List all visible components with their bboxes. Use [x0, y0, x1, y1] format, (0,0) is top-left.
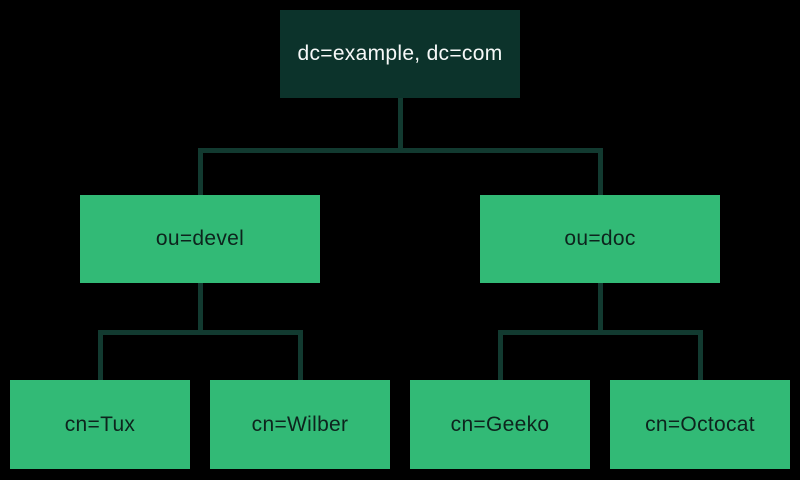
node-root-label: dc=example, dc=com — [297, 42, 503, 65]
node-ou-doc: ou=doc — [480, 195, 720, 283]
connector-devel-up — [198, 148, 203, 195]
connector-doc-up — [598, 148, 603, 195]
connector-devel-children-horizontal — [98, 330, 303, 335]
node-cn-octocat: cn=Octocat — [610, 380, 790, 469]
node-cn-wilber: cn=Wilber — [210, 380, 390, 469]
node-cn-tux: cn=Tux — [10, 380, 190, 469]
connector-level1-horizontal — [198, 148, 603, 153]
connector-wilber-up — [298, 330, 303, 380]
connector-geeko-up — [498, 330, 503, 380]
node-cn-geeko-label: cn=Geeko — [450, 412, 550, 436]
connector-doc-down — [598, 283, 603, 335]
connector-octocat-up — [698, 330, 703, 380]
connector-devel-down — [198, 283, 203, 335]
connector-tux-up — [98, 330, 103, 380]
node-ou-doc-label: ou=doc — [564, 227, 636, 250]
node-cn-tux-label: cn=Tux — [64, 412, 136, 436]
node-cn-wilber-label: cn=Wilber — [251, 412, 349, 436]
node-cn-geeko: cn=Geeko — [410, 380, 590, 469]
node-cn-octocat-label: cn=Octocat — [645, 412, 755, 436]
node-root: dc=example, dc=com — [280, 10, 520, 98]
node-ou-devel: ou=devel — [80, 195, 320, 283]
connector-root-down — [398, 98, 403, 153]
connector-doc-children-horizontal — [498, 330, 703, 335]
node-ou-devel-label: ou=devel — [155, 227, 245, 250]
